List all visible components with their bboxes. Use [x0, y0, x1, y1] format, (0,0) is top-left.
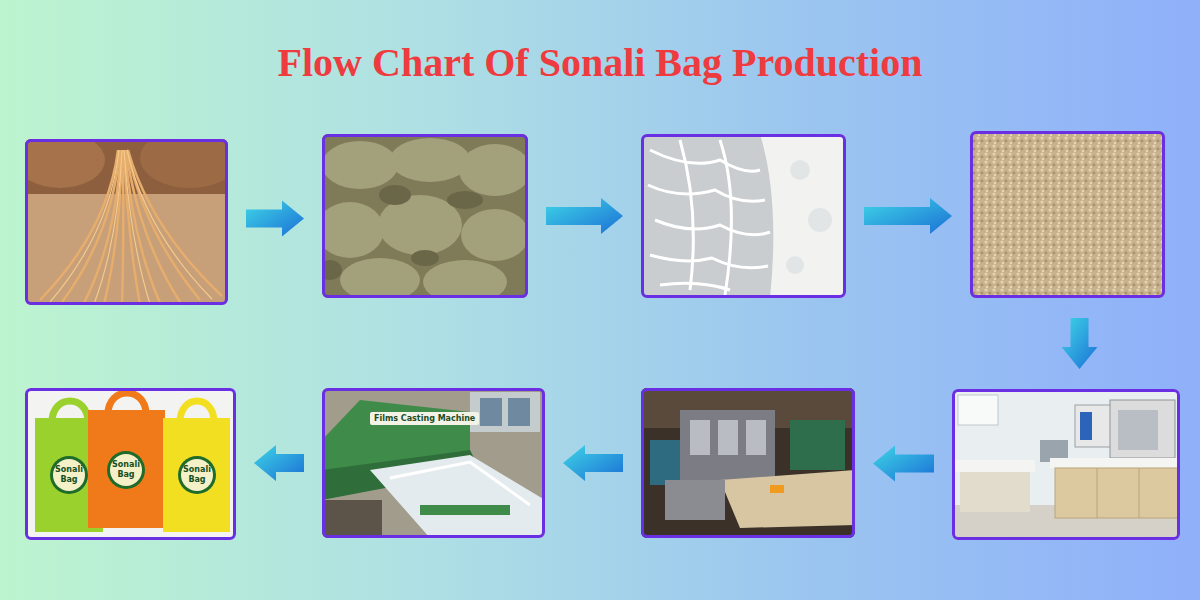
photo-box: [952, 389, 1180, 540]
flow-arrow: [1062, 318, 1098, 369]
cellulose-photo: [641, 134, 846, 298]
photo-box: [970, 131, 1165, 298]
photo-box: [641, 388, 855, 538]
flow-arrow: [246, 201, 304, 237]
flow-arrow: [563, 445, 623, 481]
photo-box: [322, 134, 528, 298]
raw-fiber-photo: [322, 134, 528, 298]
bag-machine-photo: [641, 388, 855, 538]
film-casting-photo: [322, 388, 545, 538]
bag-logo-text: Sonali Bag: [108, 460, 144, 480]
flow-arrow: [254, 445, 304, 481]
photo-box: [641, 134, 846, 298]
finished-bags-photo: [25, 388, 236, 540]
bag-logo-text: Sonali Bag: [179, 465, 215, 485]
chart-title: Flow Chart Of Sonali Bag Production: [0, 38, 1200, 88]
photo-box: [25, 139, 228, 305]
jute-fiber-photo: [25, 139, 228, 305]
flow-arrow: [546, 198, 623, 234]
bag-logo-text: Sonali Bag: [51, 465, 87, 485]
granules-photo: [970, 131, 1165, 298]
flow-arrow: [873, 446, 934, 482]
flow-arrow: [864, 198, 952, 234]
photo-box: Sonali Bag Sonali Bag Sonali Bag: [25, 388, 236, 540]
photo-box: Films Casting Machine: [322, 388, 545, 538]
machine-label: Films Casting Machine: [370, 412, 479, 425]
laboratory-photo: [952, 389, 1180, 540]
